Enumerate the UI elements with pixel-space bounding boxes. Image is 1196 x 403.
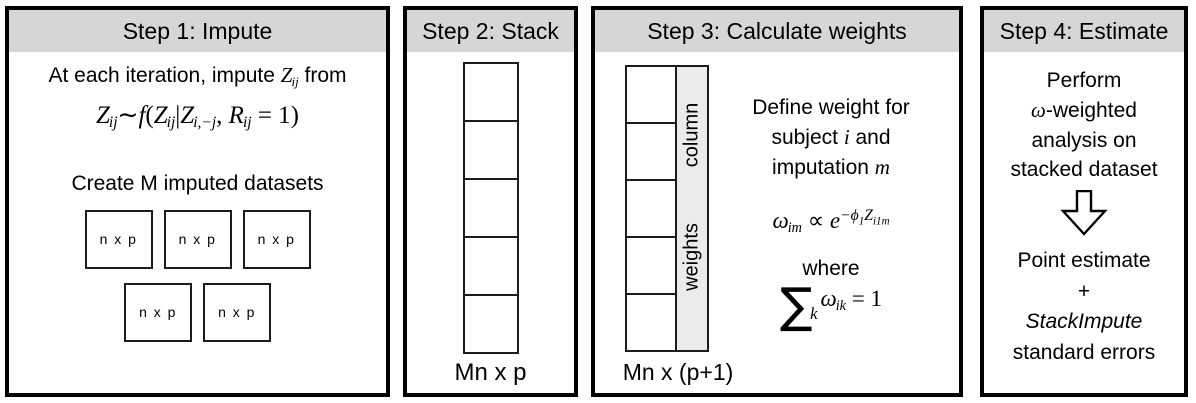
- create-datasets-label: Create M imputed datasets: [71, 171, 324, 195]
- weights-column-label-top: column: [680, 102, 703, 168]
- stack-cell: [627, 181, 675, 238]
- down-arrow-icon: [984, 190, 1184, 242]
- step3-stack: column weights: [625, 65, 711, 352]
- step4-result-line: StackImpute: [1025, 310, 1143, 334]
- step4-action-line: Perform: [1046, 69, 1122, 92]
- stack-cell: [465, 296, 517, 352]
- step2-dim-label: Mn x p: [454, 359, 527, 386]
- stack-cell: [627, 124, 675, 181]
- step4-result-line: standard errors: [1012, 340, 1156, 364]
- stack-cell: [627, 238, 675, 295]
- step2-stack: [462, 62, 519, 354]
- step4-header: Step 4: Estimate: [984, 10, 1184, 52]
- step3-data-columns: [625, 65, 677, 352]
- step4-result-line: Point estimate: [1017, 249, 1151, 273]
- stack-cell: [464, 180, 517, 238]
- step3-dim-label: Mn x (p+1): [622, 359, 734, 385]
- step4-action-line: analysis on: [1031, 128, 1137, 152]
- stack-cell: [627, 295, 675, 350]
- stack-cell: [464, 122, 517, 180]
- dataset-box-row-2: n x p n x p: [9, 282, 386, 342]
- step3-header: Step 3: Calculate weights: [595, 10, 959, 52]
- step2-panel: Step 2: Stack Mn x p: [403, 6, 578, 397]
- weights-column-strip: column weights: [677, 65, 709, 352]
- define-weight-line: imputation m: [772, 154, 890, 179]
- dataset-box: n x p: [84, 209, 153, 269]
- step4-result-text: Point estimate + StackImpute standard er…: [984, 246, 1184, 368]
- step4-result-line: +: [1077, 279, 1091, 303]
- sum-constraint-formula: ∑kωik = 1: [780, 277, 882, 334]
- weight-formula: ωim ∝ e−ϕ1Zi1m: [772, 206, 890, 237]
- step3-panel: Step 3: Calculate weights column weights…: [591, 6, 963, 397]
- dataset-box: n x p: [203, 282, 271, 342]
- dataset-box-row-1: n x p n x p n x p: [9, 209, 386, 269]
- define-weight-line: Define weight for: [752, 96, 910, 119]
- step4-action-line: stacked dataset: [1010, 158, 1158, 182]
- step2-header: Step 2: Stack: [407, 10, 574, 52]
- stack-cell: [464, 238, 517, 296]
- dataset-box: n x p: [242, 209, 311, 269]
- step1-intro-line: At each iteration, impute Zij from: [48, 63, 347, 89]
- weights-column-label-bottom: weights: [680, 222, 703, 291]
- stack-cell: [627, 67, 675, 124]
- define-weight-text: Define weight for subject i and imputati…: [711, 94, 951, 183]
- step1-header: Step 1: Impute: [9, 10, 386, 52]
- stack-cell: [464, 64, 517, 122]
- define-weight-line: subject i and: [771, 124, 891, 149]
- step4-panel: Step 4: Estimate Perform ω-weighted anal…: [980, 6, 1188, 397]
- dataset-box: n x p: [163, 209, 232, 269]
- where-label: where: [802, 257, 860, 281]
- step4-action-text: Perform ω-weighted analysis on stacked d…: [984, 66, 1184, 185]
- dataset-box: n x p: [124, 282, 192, 342]
- step4-action-line: ω-weighted: [1031, 97, 1137, 122]
- step1-panel: Step 1: Impute At each iteration, impute…: [5, 6, 390, 397]
- step1-impute-formula: Zij∼f(Zij|Zi,−j, Rij = 1): [95, 101, 299, 131]
